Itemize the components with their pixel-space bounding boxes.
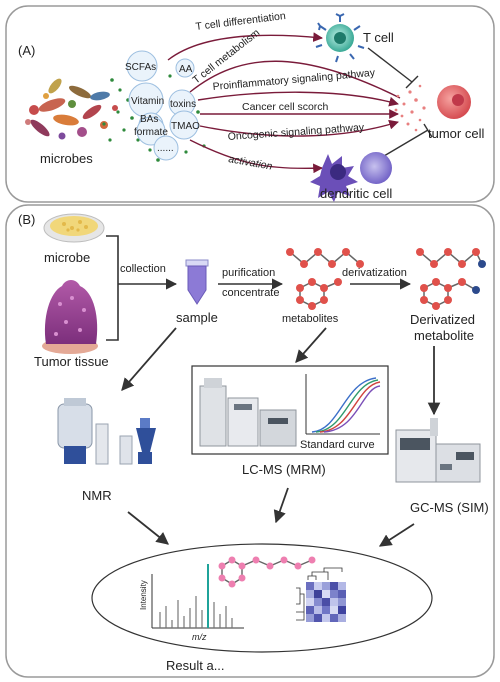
concentrate-label: concentrate bbox=[222, 287, 279, 299]
microbe-label: microbe bbox=[44, 250, 90, 265]
result-label: Result a... bbox=[166, 658, 225, 673]
metabolite-vitamin: Vitamin bbox=[131, 96, 164, 107]
heatmap-plot bbox=[296, 567, 346, 622]
result-ellipse bbox=[91, 543, 433, 653]
metabolite-toxins: toxins bbox=[170, 99, 196, 110]
sample-tube-illustration bbox=[185, 259, 209, 305]
t-cell-label: T cell bbox=[363, 30, 394, 45]
standard-curve-plot bbox=[305, 374, 381, 435]
arrow-t-cell-differentiation bbox=[167, 32, 323, 61]
metabolites-label: metabolites bbox=[282, 313, 339, 325]
inhibition-lines bbox=[367, 47, 433, 157]
derivatized-label-line2: metabolite bbox=[414, 328, 474, 343]
metabolite-scfas: SCFAs bbox=[125, 62, 156, 73]
dendritic-cell-label: dendritic cell bbox=[320, 186, 392, 201]
sample-label: sample bbox=[176, 310, 218, 325]
tumor-cell-illustration bbox=[394, 84, 471, 132]
arrow-oncogenic bbox=[199, 119, 399, 137]
metabolite-aa: AA bbox=[179, 64, 193, 75]
arrow-proinflammatory bbox=[197, 91, 399, 107]
arrow-to-lcms bbox=[295, 327, 327, 363]
panel-b-label: (B) bbox=[18, 212, 35, 227]
derivatization-label: derivatization bbox=[342, 267, 407, 279]
tumor-tissue-label: Tumor tissue bbox=[34, 354, 109, 369]
tumor-cell-label: tumor cell bbox=[428, 126, 484, 141]
intensity-label: Intensity bbox=[139, 580, 148, 610]
standard-curve-label: Standard curve bbox=[300, 439, 375, 451]
gcms-illustration bbox=[395, 418, 481, 483]
tumor-tissue-illustration bbox=[42, 280, 98, 354]
arrow-activation bbox=[189, 139, 323, 174]
metabolite-tmao: TMAO bbox=[171, 121, 200, 132]
t-cell-illustration bbox=[315, 13, 365, 63]
derivatized-label-line1: Derivatized bbox=[410, 312, 475, 327]
pathway-cancer-scorch: Cancer cell scorch bbox=[242, 101, 329, 113]
metabolite-bubbles bbox=[126, 50, 199, 161]
nmr-label: NMR bbox=[82, 488, 112, 503]
mz-label: m/z bbox=[192, 632, 207, 642]
pathway-arrows bbox=[167, 32, 401, 174]
arrow-lcms-to-result bbox=[273, 487, 289, 524]
panel-a-label: (A) bbox=[18, 43, 35, 58]
dendritic-cell-illustration bbox=[310, 152, 392, 202]
nmr-illustration bbox=[57, 398, 156, 465]
collection-bracket bbox=[106, 235, 119, 341]
derivatized-molecules bbox=[416, 248, 486, 310]
lcms-label: LC-MS (MRM) bbox=[242, 462, 326, 477]
microbes-illustration bbox=[25, 78, 118, 140]
arrow-nmr-to-result bbox=[127, 511, 169, 545]
purification-label: purification bbox=[222, 267, 275, 279]
arrow-to-nmr bbox=[121, 327, 177, 391]
collection-label: collection bbox=[120, 263, 166, 275]
metabolite-formate: formate bbox=[134, 127, 168, 138]
result-molecule bbox=[218, 556, 316, 588]
microbes-label: microbes bbox=[40, 151, 93, 166]
arrow-t-cell-metabolism bbox=[189, 60, 401, 99]
metabolite-ellipsis: ...... bbox=[157, 143, 174, 154]
mass-spectrum-plot bbox=[151, 564, 244, 629]
gcms-label: GC-MS (SIM) bbox=[410, 500, 489, 515]
arrow-gcms-to-result bbox=[378, 523, 415, 547]
metabolite-bas: BAs bbox=[140, 114, 158, 125]
petri-dish-illustration bbox=[43, 213, 105, 243]
metabolite-molecules bbox=[286, 248, 364, 310]
lcms-instrument-illustration bbox=[199, 378, 297, 447]
